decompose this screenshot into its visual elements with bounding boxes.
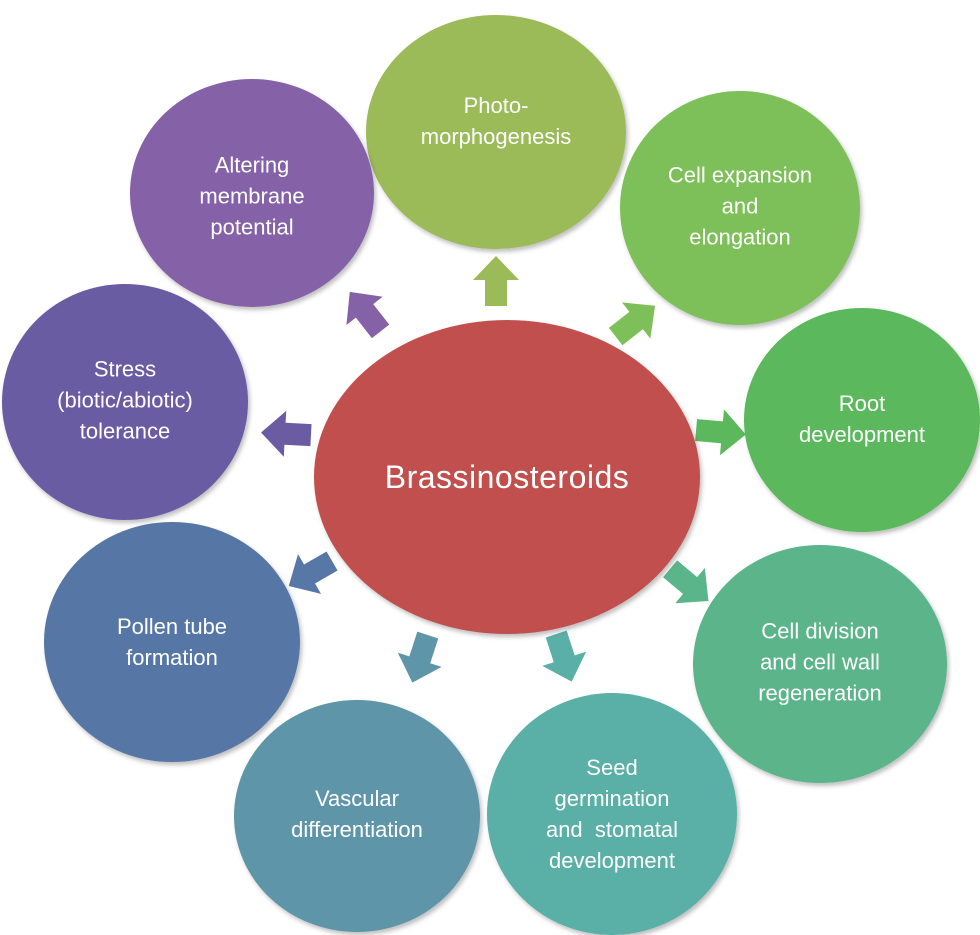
node-label-line: Vascular [315, 786, 399, 811]
node-label-line: differentiation [291, 817, 423, 842]
node-label-line: formation [126, 645, 218, 670]
node-label-line: Pollen tube [116, 614, 228, 639]
node-circle-cell-expansion [620, 91, 860, 325]
node-circle-stress-tolerance [2, 284, 248, 520]
node-circle-pollen-tube [44, 522, 300, 762]
node-label-line: membrane [199, 183, 305, 209]
arrow-to-seed-germination [542, 630, 587, 682]
center-label: Brassinosteroids [384, 459, 630, 495]
node-label-cell-expansion: Cell expansion and elongation [668, 160, 812, 253]
node-label-seed-germination: Seed germination and stomatal developmen… [546, 752, 678, 876]
arrow-to-membrane-potential [346, 291, 390, 339]
arrow-to-vascular-differentiation [397, 631, 442, 683]
arrow-to-pollen-tube [288, 551, 338, 594]
node-label-line: Altering [214, 152, 290, 178]
node-label-line: germination [554, 786, 670, 811]
arrow-to-cell-expansion [608, 302, 656, 346]
node-label-line: Root [838, 391, 886, 416]
node-circle-membrane-potential [130, 79, 374, 307]
node-circle-seed-germination [487, 693, 737, 935]
node-circle-vascular-differentiation [234, 700, 480, 932]
node-label-stress-tolerance: Stress (biotic/abiotic) tolerance [57, 354, 193, 447]
node-label-membrane-potential: Altering membrane potential [199, 150, 304, 243]
node-label-line: (biotic/abiotic) [57, 387, 193, 413]
node-label-line: potential [210, 214, 294, 240]
node-label-photomorphogenesis: Photo- morphogenesis [421, 90, 571, 152]
node-label-cell-division: Cell division and cell wall regeneration [758, 616, 882, 709]
node-label-line: morphogenesis [420, 124, 572, 149]
node-label-line: Cell division [761, 618, 879, 644]
node-label-line: regeneration [758, 680, 882, 706]
node-label-line: development [549, 848, 675, 873]
arrow-to-cell-division [663, 560, 709, 604]
node-circle-cell-division [693, 545, 947, 783]
node-label-line: tolerance [79, 418, 171, 444]
node-label-line: elongation [689, 224, 791, 250]
center-circle [314, 320, 700, 634]
node-label-line: Cell expansion [667, 162, 813, 188]
node-label-line: Seed [586, 755, 638, 780]
arrow-to-stress-tolerance [261, 410, 312, 457]
node-label-root-development: Root development [799, 388, 925, 450]
node-label-pollen-tube: Pollen tube formation [117, 611, 227, 673]
node-label-line: and cell wall [760, 649, 880, 675]
node-label-line: Photo- [463, 93, 529, 118]
arrow-to-root-development [695, 409, 746, 456]
circles-group [2, 15, 980, 935]
node-label-line: and [721, 193, 759, 219]
node-label-line: Stress [93, 356, 157, 382]
node-circle-root-development [744, 308, 980, 532]
arrow-to-photomorphogenesis [473, 256, 519, 306]
node-label-vascular-differentiation: Vascular differentiation [291, 783, 423, 845]
node-circle-photomorphogenesis [366, 15, 626, 249]
node-label-line: and stomatal [545, 817, 679, 842]
arrows-group [261, 256, 746, 683]
node-label-line: development [799, 422, 925, 447]
